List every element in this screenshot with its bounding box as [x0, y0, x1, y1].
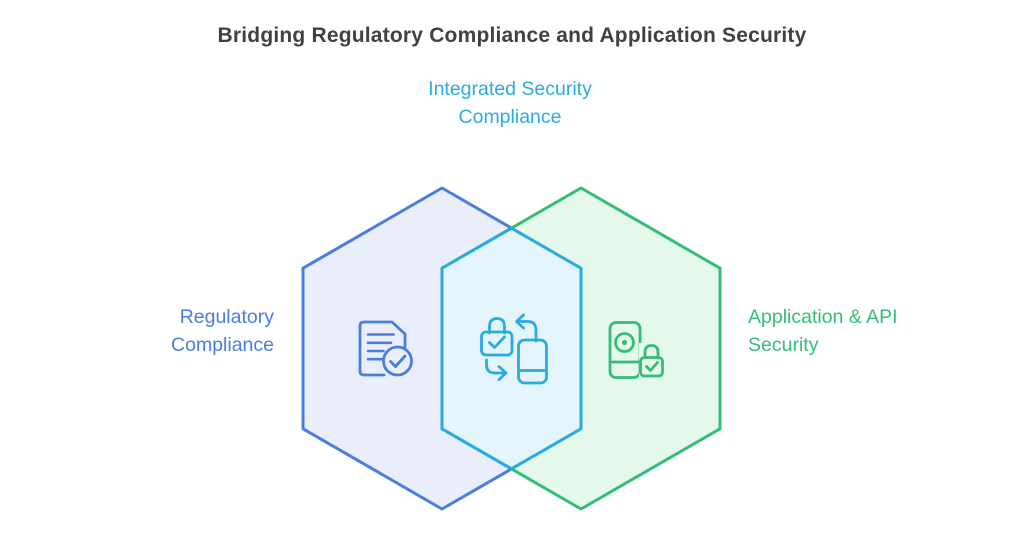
lock-body — [480, 330, 514, 357]
lock-shackle — [488, 317, 506, 335]
document-outline — [358, 320, 407, 377]
left-hexagon-label: Regulatory Compliance — [171, 306, 274, 356]
small-lock-body — [639, 356, 664, 378]
sync-arrow-top-head — [515, 313, 525, 330]
lock-sync-icon — [480, 313, 548, 385]
small-lock-check-mark — [645, 361, 659, 372]
document-check-icon — [358, 320, 413, 377]
device-camera-dot — [621, 339, 628, 346]
small-lock-shackle — [643, 344, 660, 360]
device-camera-circle — [614, 332, 635, 353]
lock-check-mark — [488, 335, 506, 349]
page-title: Bridging Regulatory Compliance and Appli… — [217, 24, 807, 47]
right-hexagon-label: Application & API Security — [748, 306, 898, 356]
device-lock-icon — [608, 321, 666, 379]
sync-arrow-bottom — [485, 358, 507, 375]
intersection-label: Integrated Security Compliance — [428, 78, 592, 128]
sync-arrow-top — [516, 320, 538, 343]
sync-arrow-bottom-head — [497, 365, 508, 381]
check-mark — [389, 354, 407, 368]
check-circle — [382, 345, 413, 377]
phone-outline — [517, 338, 548, 385]
